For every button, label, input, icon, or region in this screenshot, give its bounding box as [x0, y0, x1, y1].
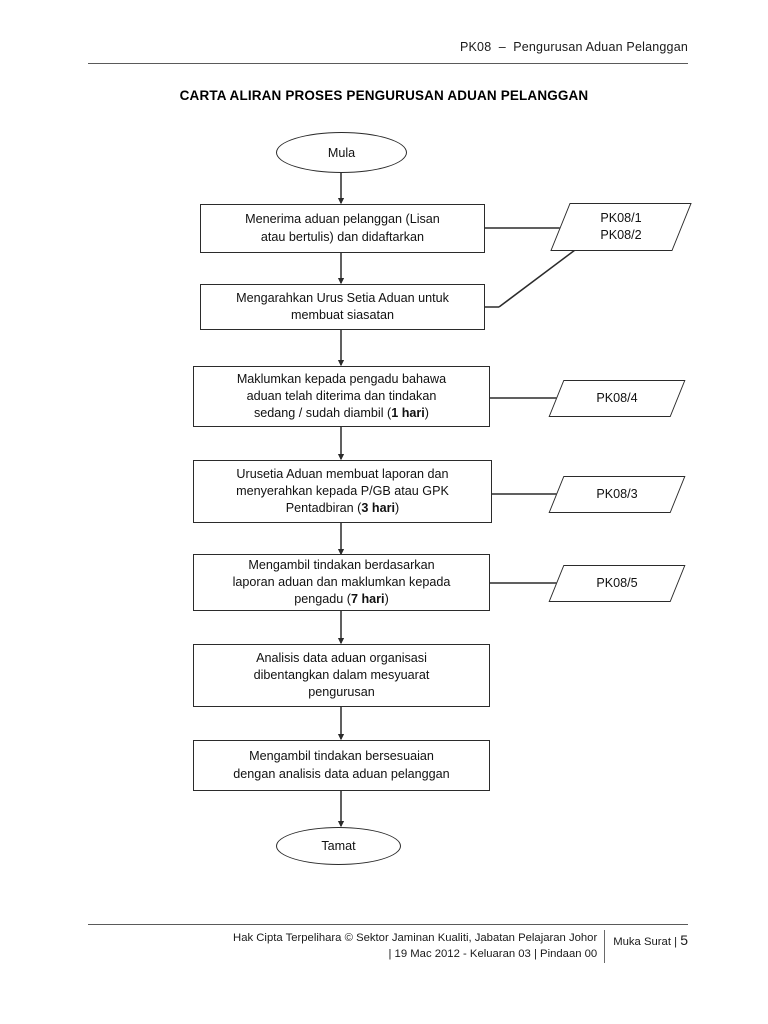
page-title: CARTA ALIRAN PROSES PENGURUSAN ADUAN PEL…	[179, 88, 589, 103]
flow-document-pk08-5-label: PK08/5	[596, 576, 638, 591]
flow-step-5-text-pre: Mengambil tindakan berdasarkan laporan a…	[232, 557, 451, 607]
flow-step-5-label: Mengambil tindakan berdasarkan laporan a…	[233, 557, 451, 608]
page-header: PK08 – Pengurusan Aduan Pelanggan	[459, 40, 688, 54]
flow-step-6-label: Analisis data aduan organisasi dibentang…	[253, 650, 430, 700]
flow-step-2-label: Mengarahkan Urus Setia Aduan untuk membu…	[236, 290, 449, 322]
footer-page-label: Muka Surat	[613, 936, 675, 948]
flow-step-3-text-pre: Maklumkan kepada pengadu bahawa aduan te…	[236, 371, 447, 421]
flow-document-pk08-3: PK08/3	[548, 476, 686, 513]
footer-divider	[88, 924, 688, 925]
flow-step-6: Analisis data aduan organisasi dibentang…	[193, 644, 490, 707]
flow-step-4-duration: 3 hari	[361, 501, 395, 516]
flow-step-4-text-post: )	[395, 501, 400, 516]
flow-step-5-text-post: )	[384, 592, 389, 607]
flow-step-2: Mengarahkan Urus Setia Aduan untuk membu…	[200, 284, 485, 330]
flow-document-pk08-1-2-label: PK08/1 PK08/2	[600, 211, 642, 242]
flow-document-pk08-1-2: PK08/1 PK08/2	[550, 203, 692, 251]
flow-step-4-text-pre: Urusetia Aduan membuat laporan dan menye…	[236, 466, 449, 516]
flow-end-terminator: Tamat	[276, 827, 401, 865]
page-footer: Hak Cipta Terpelihara © Sektor Jaminan K…	[88, 930, 688, 980]
flow-step-1-label: Menerima aduan pelanggan (Lisan atau ber…	[245, 212, 440, 244]
flow-document-pk08-4: PK08/4	[548, 380, 686, 417]
flow-step-4-label: Urusetia Aduan membuat laporan dan menye…	[236, 466, 449, 517]
flow-step-3-text-post: )	[424, 406, 429, 421]
flow-step-3: Maklumkan kepada pengadu bahawa aduan te…	[193, 366, 490, 427]
flow-document-pk08-5: PK08/5	[548, 565, 686, 602]
footer-copyright: Hak Cipta Terpelihara © Sektor Jaminan K…	[88, 930, 606, 963]
flow-document-pk08-4-label: PK08/4	[596, 391, 638, 406]
flow-start-terminator: Mula	[276, 132, 407, 173]
flow-step-7: Mengambil tindakan bersesuaian dengan an…	[193, 740, 490, 791]
flow-step-1: Menerima aduan pelanggan (Lisan atau ber…	[200, 204, 485, 253]
flow-step-5-duration: 7 hari	[350, 592, 385, 607]
footer-page-number: 5	[680, 932, 688, 948]
flow-step-7-label: Mengambil tindakan bersesuaian dengan an…	[233, 749, 450, 781]
header-divider	[88, 63, 688, 64]
flow-end-label: Tamat	[321, 839, 356, 853]
flow-step-3-duration: 1 hari	[391, 406, 425, 421]
flow-step-5: Mengambil tindakan berdasarkan laporan a…	[193, 554, 490, 611]
footer-page-separator: |	[674, 936, 681, 948]
flow-start-label: Mula	[327, 145, 356, 160]
flow-document-pk08-3-label: PK08/3	[596, 487, 638, 502]
footer-page-indicator: Muka Surat | 5	[605, 930, 688, 950]
flow-step-4: Urusetia Aduan membuat laporan dan menye…	[193, 460, 492, 523]
flow-step-3-label: Maklumkan kepada pengadu bahawa aduan te…	[237, 371, 446, 422]
